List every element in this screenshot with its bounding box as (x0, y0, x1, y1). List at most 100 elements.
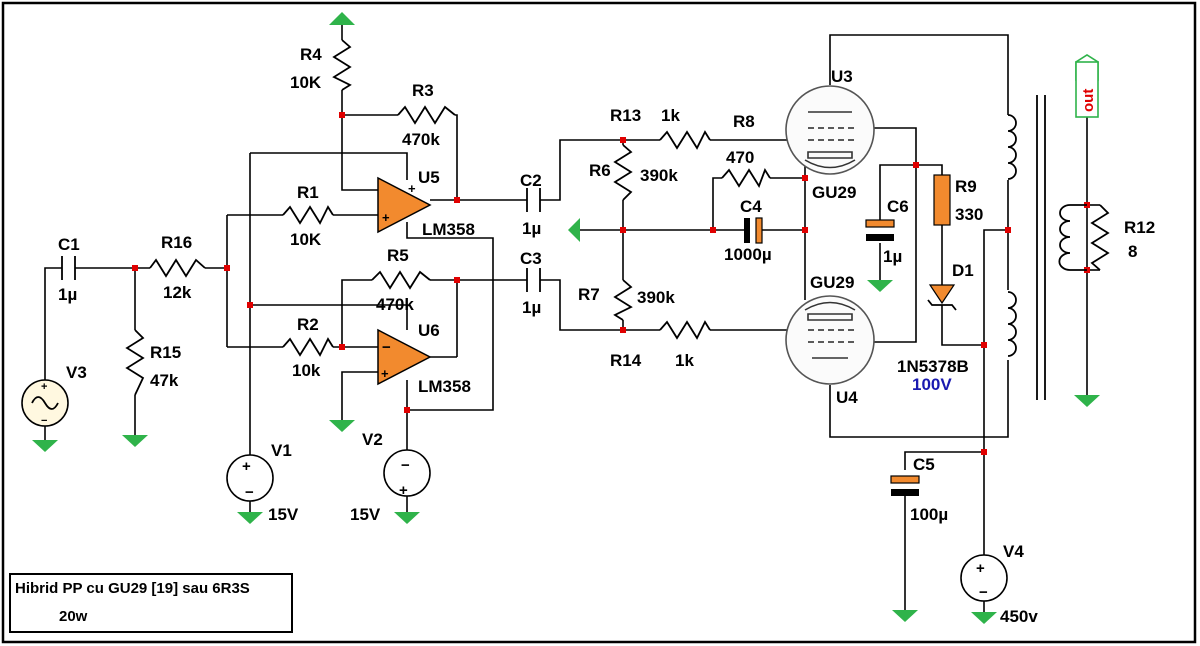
r8-name: R8 (733, 112, 755, 131)
r4-symbol (332, 39, 352, 91)
d1-value: 1N5378B (897, 357, 969, 376)
r1-name: R1 (297, 183, 319, 202)
c3-symbol (526, 268, 541, 292)
component-labels: C1 1µ R16 12k R15 47k V3 R1 10K R2 10k R… (58, 45, 1155, 626)
r15-symbol (125, 329, 145, 396)
c6-symbol (865, 219, 895, 241)
r12-value: 8 (1128, 242, 1137, 261)
r6-symbol (613, 144, 633, 201)
c4-symbol (744, 217, 763, 244)
v2-value: 15V (350, 505, 381, 524)
c1-symbol (61, 256, 76, 280)
r8-value: 470 (726, 148, 754, 167)
ground-symbols (32, 12, 1100, 624)
u5-opamp: + + (377, 176, 432, 234)
r3-name: R3 (412, 81, 434, 100)
c5-value: 100µ (910, 505, 948, 524)
r16-symbol (149, 258, 206, 278)
c2-value: 1µ (522, 219, 541, 238)
r6-value: 390k (640, 166, 678, 185)
u6-name: U6 (418, 321, 440, 340)
v4-name: V4 (1003, 542, 1024, 561)
r15-name: R15 (150, 343, 181, 362)
c3-value: 1µ (522, 298, 541, 317)
v4-value: 450v (1000, 607, 1038, 626)
r3-symbol (397, 105, 456, 125)
r15-value: 47k (150, 371, 179, 390)
r3-value: 470k (402, 130, 440, 149)
d1-name: D1 (952, 261, 974, 280)
r7-name: R7 (578, 285, 600, 304)
u5-value: LM358 (422, 220, 475, 239)
c2-symbol (526, 188, 541, 212)
r4-value: 10K (290, 73, 322, 92)
d1-voltage: 100V (912, 375, 952, 394)
u5-name: U5 (418, 168, 440, 187)
u3-value: GU29 (812, 183, 856, 202)
r2-name: R2 (297, 315, 319, 334)
r7-symbol (613, 279, 633, 321)
svg-text:+: + (976, 560, 985, 577)
r12-symbol (1090, 204, 1110, 271)
c1-value: 1µ (58, 285, 77, 304)
svg-text:−: − (245, 484, 254, 501)
c6-name: C6 (887, 197, 909, 216)
r13-symbol (659, 130, 711, 150)
r16-name: R16 (161, 233, 192, 252)
c4-name: C4 (740, 197, 762, 216)
r9-symbol (933, 174, 951, 226)
r8-symbol (721, 167, 771, 189)
svg-text:+: + (242, 458, 251, 475)
r4-name: R4 (300, 45, 322, 64)
u4-name: U4 (836, 388, 858, 407)
svg-text:−: − (401, 457, 410, 474)
r14-value: 1k (675, 351, 694, 370)
c6-value: 1µ (883, 247, 902, 266)
v2-dc-source: − + (383, 449, 431, 512)
svg-text:+: + (41, 381, 47, 393)
wires (44, 25, 1100, 610)
u3-name: U3 (831, 67, 853, 86)
title-line2: 20w (59, 608, 88, 625)
svg-text:−: − (41, 415, 47, 427)
svg-text:+: + (382, 210, 390, 225)
r5-name: R5 (387, 246, 409, 265)
junction-nodes (132, 112, 1090, 455)
d1-zener (927, 284, 957, 311)
output-transformer (1007, 95, 1087, 400)
r14-symbol (659, 320, 711, 340)
svg-text:+: + (399, 482, 408, 499)
r9-value: 330 (955, 205, 983, 224)
v1-value: 15V (268, 505, 299, 524)
c5-symbol (890, 475, 920, 496)
svg-text:+: + (408, 181, 416, 196)
r1-symbol (282, 205, 334, 225)
u4-tube (785, 295, 875, 385)
r7-value: 390k (637, 288, 675, 307)
output-port: out (1075, 54, 1099, 118)
v3-ac-source: + − (21, 379, 69, 440)
u6-opamp: − + (377, 328, 432, 386)
v3-name: V3 (66, 363, 87, 382)
v2-name: V2 (362, 430, 383, 449)
c1-name: C1 (58, 235, 80, 254)
r2-symbol (282, 337, 334, 357)
svg-text:−: − (979, 584, 988, 601)
r12-name: R12 (1124, 218, 1155, 237)
c3-name: C3 (520, 249, 542, 268)
u6-value: LM358 (418, 377, 471, 396)
r2-value: 10k (292, 361, 321, 380)
r9-name: R9 (955, 177, 977, 196)
title-box: Hibrid PP cu GU29 [19] sau 6R3S 20w (9, 573, 293, 633)
svg-text:−: − (382, 339, 391, 356)
u4-value: GU29 (810, 273, 854, 292)
c2-name: C2 (520, 171, 542, 190)
r5-symbol (371, 270, 431, 290)
r16-value: 12k (163, 283, 192, 302)
r1-value: 10K (290, 230, 322, 249)
r6-name: R6 (589, 161, 611, 180)
output-label: out (1080, 89, 1097, 112)
r5-value: 470k (376, 295, 414, 314)
